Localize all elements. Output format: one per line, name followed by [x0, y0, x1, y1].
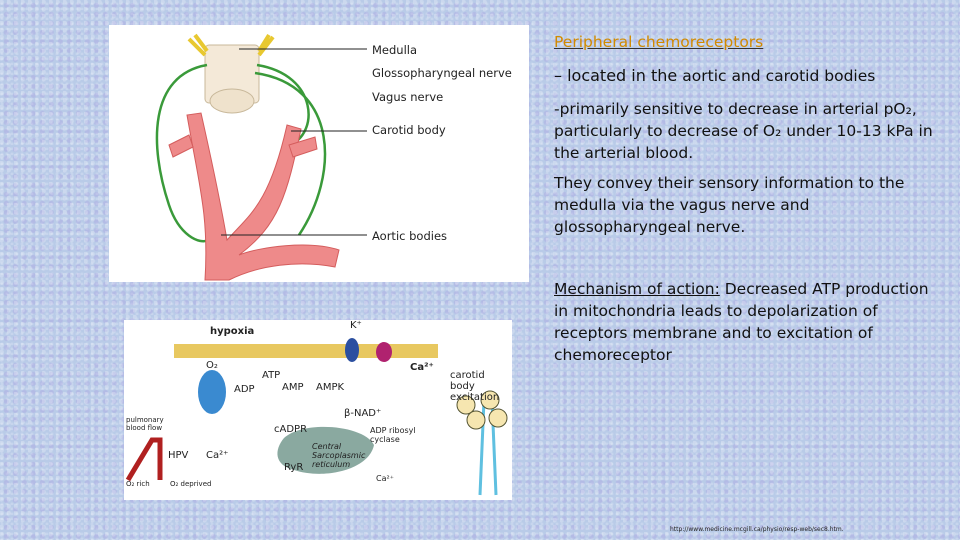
hpv-label: HPV — [168, 450, 189, 461]
slide-title: Peripheral chemoreceptors — [554, 31, 939, 53]
carotid-label: Carotid body — [372, 123, 446, 137]
location-rest: aortic and carotid bodies — [682, 67, 876, 85]
ryr-label: RyR — [284, 462, 304, 473]
ca2-label: Ca²⁺ — [206, 450, 229, 461]
atp-label: ATP — [262, 370, 281, 381]
o2-label: O₂ — [206, 360, 218, 371]
pulmonary-label: pulmonary blood flow — [126, 416, 164, 432]
reference-link[interactable]: http://www.medicine.mcgill.ca/physio/res… — [670, 526, 844, 533]
location-line: – located in the aortic and carotid bodi… — [554, 65, 939, 87]
sensitivity-paragraph: -primarily sensitive to decrease in arte… — [554, 100, 933, 162]
medulla-label: Medulla — [372, 43, 418, 57]
ca3-label: Ca²⁺ — [376, 474, 394, 483]
o2-rich-label: O₂ rich — [126, 480, 150, 488]
anatomy-illustration — [155, 33, 367, 281]
aortic-label: Aortic bodies — [372, 229, 448, 243]
amp-label: AMP — [282, 382, 304, 393]
carotid-excitation-label: carotid body excitation — [450, 370, 500, 403]
glossopharyngeal-label: Glossopharyngeal nerve — [372, 66, 512, 80]
bnad-label: β-NAD⁺ — [344, 408, 382, 419]
sensory-paragraph: They convey their sensory information to… — [554, 174, 905, 236]
csr-label: Central Sarcoplasmic reticulum — [312, 442, 366, 469]
anatomy-figure: Medulla Glossopharyngeal nerve Vagus ner… — [109, 25, 529, 282]
adp-label: ADP — [234, 384, 255, 395]
vagus-label: Vagus nerve — [372, 90, 444, 104]
location-dash: – located in the — [554, 66, 683, 85]
k-label: K⁺ — [350, 320, 362, 331]
mechanism-illustration — [125, 338, 508, 496]
mechanism-label: Mechanism of action: — [554, 280, 720, 298]
cadpr-label: cADPR — [274, 424, 308, 435]
title-text: Peripheral chemoreceptors — [554, 33, 764, 51]
o2-deprived-label: O₂ deprived — [170, 480, 212, 488]
ampk-label: AMPK — [316, 382, 345, 393]
ca-label: Ca²⁺ — [410, 362, 434, 373]
hypoxia-label: hypoxia — [210, 326, 255, 337]
mechanism-paragraph: Mechanism of action: Decreased ATP produ… — [554, 278, 939, 366]
adp-ribosyl-label: ADP ribosyl cyclase — [370, 426, 416, 444]
mechanism-text: Decreased ATP production in mitochondria… — [554, 280, 929, 364]
mechanism-figure: hypoxia K⁺ O₂ ATP ADP AMP AMPK Ca²⁺ caro… — [124, 320, 512, 500]
